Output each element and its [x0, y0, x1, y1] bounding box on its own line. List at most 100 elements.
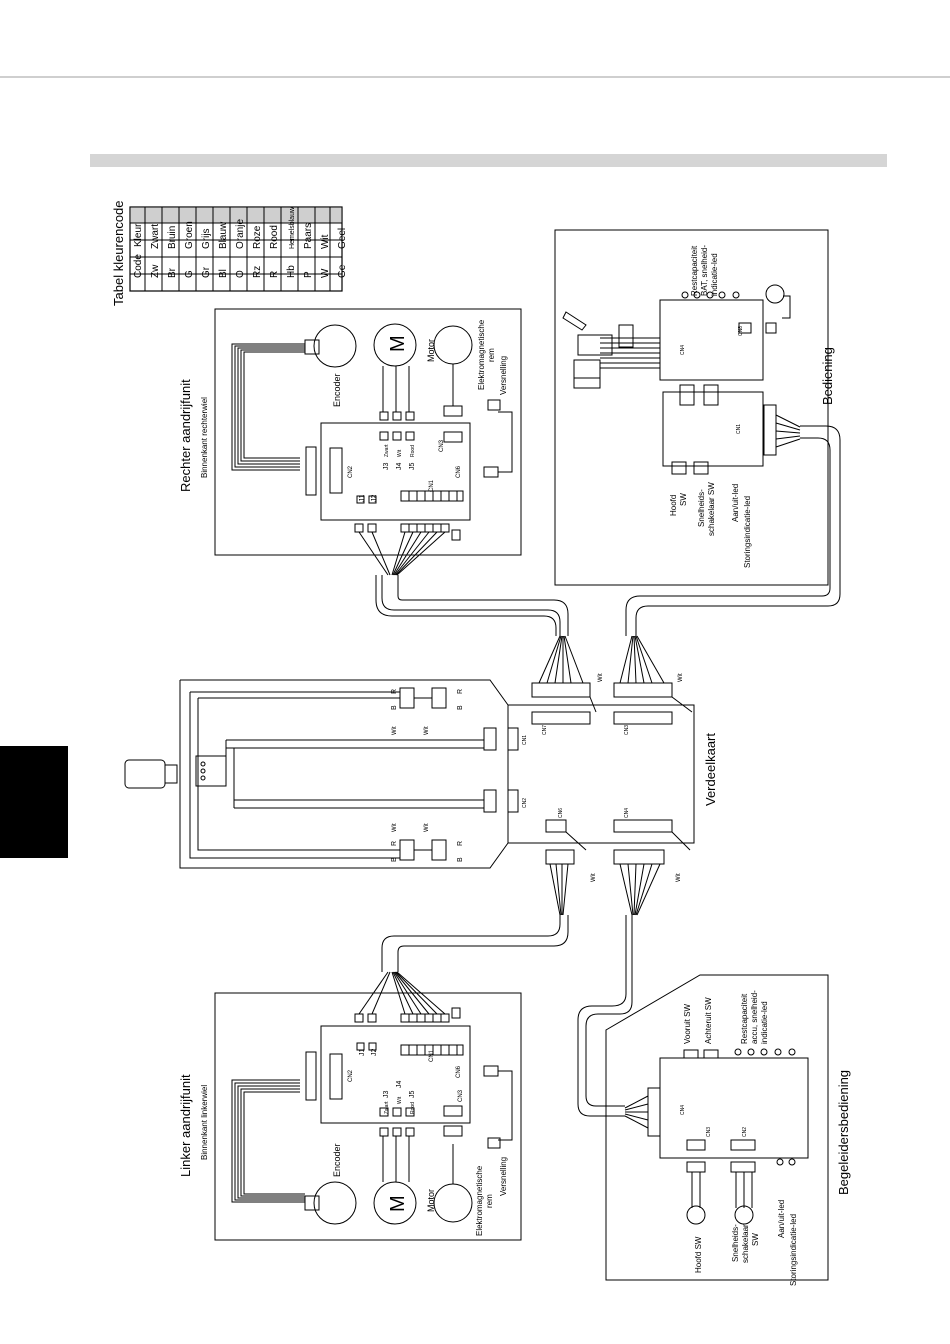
color-table-color: Roze	[252, 225, 263, 249]
left-motor-symbol: M	[387, 1195, 409, 1212]
control-bat-label-3: indicatie-led	[710, 253, 719, 296]
control-unit	[554, 229, 841, 636]
db-cn6-label: CN6	[558, 808, 564, 818]
attendant-title: Begeleidersbediening	[836, 1070, 851, 1195]
color-table-code: W	[320, 268, 331, 278]
left-j1-label: J1	[359, 1049, 366, 1057]
color-table-title: Tabel kleurencode	[111, 200, 126, 306]
db-wit-label-4: Wit	[676, 873, 682, 882]
control-main-sw-1: Hoofd	[669, 495, 678, 516]
attendant-cn3-label: CN3	[706, 1127, 712, 1137]
left-encoder-label: Encoder	[332, 1143, 342, 1177]
batt-r-label-3: R	[391, 841, 398, 846]
control-bat-label-2: BAT, snelheid-	[700, 245, 709, 296]
control-cn4-label: CN4	[680, 345, 686, 355]
batt-wit-label-4: Wit	[424, 823, 430, 832]
left-j3-label: J3	[383, 1091, 390, 1099]
left-unit-title: Linker aandrijfunit	[178, 1074, 193, 1177]
section-header-bar	[90, 154, 887, 167]
attendant-speed-2: schakelaar	[741, 1224, 750, 1263]
left-j5-label: J5	[409, 1091, 416, 1099]
left-wit-label: Wit	[397, 1096, 403, 1104]
right-brake-label-1: Elektromagnetische	[477, 319, 486, 390]
attendant-led-2: Storingsindicatie-led	[789, 1214, 798, 1286]
right-cn1-label: CN1	[429, 479, 435, 492]
batt-b-label-3: B	[391, 857, 398, 862]
right-j1-label: J1	[359, 495, 366, 503]
right-j5-label: J5	[409, 463, 416, 471]
color-table-code: Ge	[337, 264, 348, 278]
right-cn3-label: CN3	[439, 439, 445, 452]
color-table-code: Gr	[201, 266, 212, 278]
color-table-color: Hemelsblauw	[289, 206, 296, 249]
color-table-code: Br	[167, 267, 178, 278]
right-zwart-label: Zwart	[384, 444, 390, 457]
top-rule	[0, 76, 950, 78]
control-cn8-label: CN8	[738, 326, 744, 336]
color-table-rows: ZwZwartBrBruinGGroenGrGrijsBlBlauwOOranj…	[150, 206, 348, 278]
attendant-speed-3: SW	[751, 1233, 760, 1246]
batt-r-label-1: R	[391, 689, 398, 694]
color-table-color: Rood	[269, 225, 280, 249]
batt-wit-label-1: Wit	[392, 726, 398, 735]
chapter-tab	[0, 746, 68, 858]
attendant-control	[577, 915, 829, 1281]
left-j4-label: J4	[396, 1081, 403, 1089]
attendant-cn4-label: CN4	[680, 1105, 686, 1115]
color-table-code: Bl	[218, 269, 229, 278]
right-j4-label: J4	[396, 463, 403, 471]
color-table-code: Zw	[150, 264, 161, 278]
left-gear-label: Versnelling	[499, 1157, 508, 1196]
distribution-board-title: Verdeelkaart	[703, 733, 718, 806]
left-cn2-label: CN2	[348, 1069, 354, 1082]
batt-wit-label-3: Wit	[392, 823, 398, 832]
right-unit-title: Rechter aandrijfunit	[178, 379, 193, 492]
db-cn7-label: CN7	[542, 725, 548, 735]
attendant-main-sw: Hoofd SW	[694, 1236, 703, 1273]
right-unit-subtitle: Binnenkant rechterwiel	[200, 397, 209, 478]
color-table-color: Geel	[337, 228, 348, 249]
left-motor-label: Motor	[426, 1189, 436, 1212]
color-table-color: Bruin	[167, 226, 178, 249]
left-brake-label-1: Elektromagnetische	[475, 1165, 484, 1236]
batt-b-label-2: B	[457, 705, 464, 710]
attendant-bat-3: indicatie-led	[760, 1001, 769, 1044]
color-table-header-color: Kleur	[133, 223, 144, 247]
right-gear-label: Versnelling	[499, 356, 508, 395]
color-table-color: Groen	[184, 221, 195, 249]
right-cn2-label: CN2	[348, 465, 354, 478]
color-table-color: Blauw	[218, 221, 229, 249]
color-table-color: Wit	[320, 234, 331, 249]
batt-b-label-4: B	[457, 857, 464, 862]
db-wit-label-2: Wit	[678, 673, 684, 682]
color-code-table	[129, 206, 343, 292]
right-motor-symbol: M	[387, 335, 409, 352]
left-zwart-label: Zwart	[384, 1101, 390, 1114]
batt-wit-label-2: Wit	[424, 726, 430, 735]
right-j3-label: J3	[383, 463, 390, 471]
left-drive-unit	[214, 992, 522, 1241]
db-cn2-label: CN2	[522, 798, 528, 808]
left-rood-label: Rood	[410, 1102, 416, 1114]
right-drive-unit	[214, 308, 522, 556]
right-brake-label-2: rem	[487, 348, 496, 362]
color-table-color: Grijs	[201, 228, 212, 249]
attendant-bat-1: Restcapaciteit	[740, 993, 749, 1044]
color-table-code: R	[269, 271, 280, 278]
battery-box	[124, 679, 509, 869]
control-title: Bediening	[820, 347, 835, 405]
left-brake-label-2: rem	[485, 1194, 494, 1208]
attendant-forward: Vooruit SW	[683, 1004, 692, 1044]
left-cn1-label: CN1	[429, 1049, 435, 1062]
left-j2-label: J2	[371, 1049, 378, 1057]
left-cn3-label: CN3	[458, 1089, 464, 1102]
color-table-color: Oranje	[235, 219, 246, 249]
left-unit-subtitle: Binnenkant linkerwiel	[200, 1085, 209, 1160]
control-cn1-label: CN1	[736, 424, 742, 434]
batt-r-label-2: R	[457, 689, 464, 694]
distribution-board	[483, 635, 695, 916]
batt-b-label-1: B	[391, 705, 398, 710]
color-table-color: Zwart	[150, 224, 161, 249]
db-cn4-label: CN4	[624, 808, 630, 818]
